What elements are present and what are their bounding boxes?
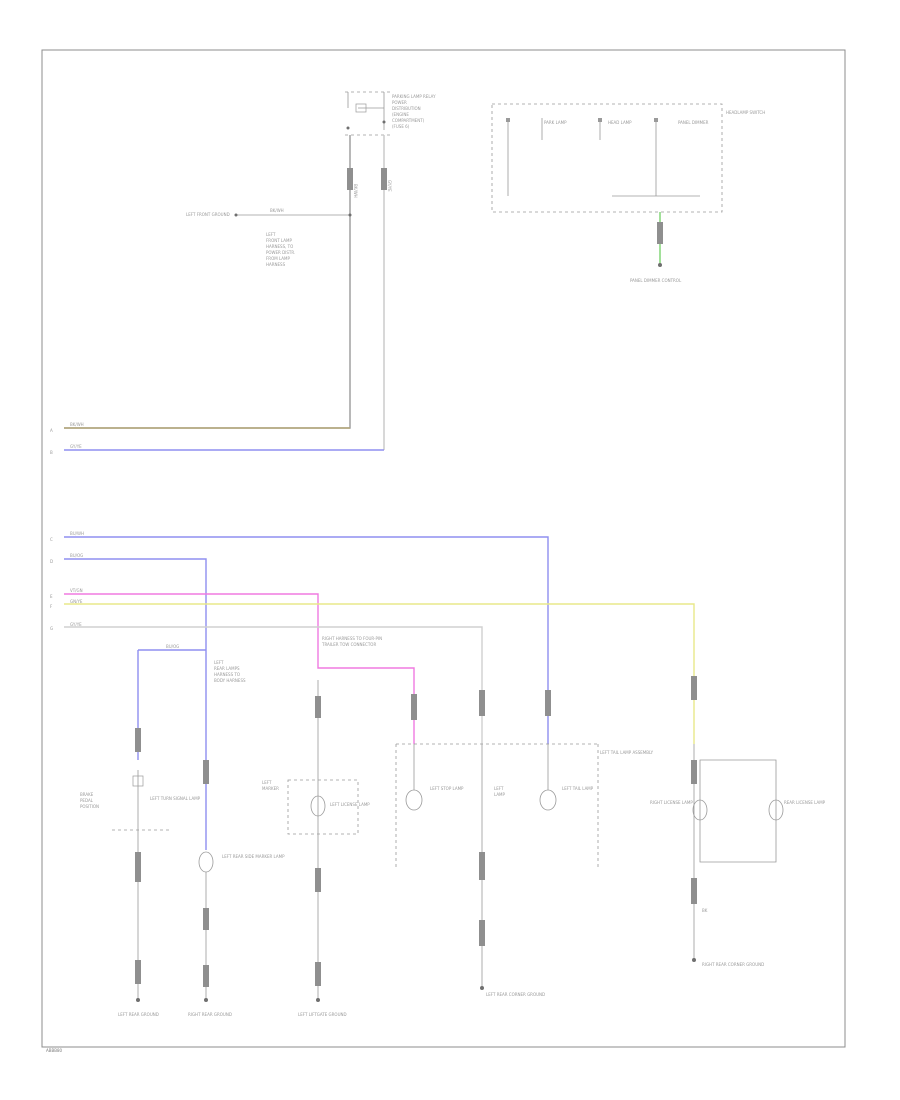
- svg-text:HARNESS TO: HARNESS TO: [214, 672, 240, 677]
- svg-text:POSITION: POSITION: [80, 804, 99, 809]
- top-relay: PARKING LAMP RELAY POWER DISTRIBUTION (E…: [345, 91, 436, 136]
- svg-text:LEFT LICENSE LAMP: LEFT LICENSE LAMP: [330, 802, 370, 807]
- svg-text:BK/WH: BK/WH: [270, 208, 284, 213]
- svg-text:RIGHT LICENSE LAMP: RIGHT LICENSE LAMP: [650, 800, 693, 805]
- svg-text:BRAKE: BRAKE: [80, 792, 94, 797]
- svg-text:HEADLAMP SWITCH: HEADLAMP SWITCH: [726, 110, 765, 115]
- svg-text:BK/WH: BK/WH: [70, 422, 84, 427]
- svg-text:GY/YE: GY/YE: [387, 180, 392, 192]
- svg-text:RIGHT REAR GROUND: RIGHT REAR GROUND: [188, 1012, 232, 1017]
- svg-text:LAMP: LAMP: [494, 792, 506, 797]
- svg-text:F: F: [50, 604, 53, 609]
- svg-text:PEDAL: PEDAL: [80, 798, 94, 803]
- wire-vt-gn: [64, 593, 415, 744]
- svg-text:BU/OG: BU/OG: [166, 644, 179, 649]
- svg-text:B: B: [50, 450, 53, 455]
- svg-text:GN/YE: GN/YE: [70, 599, 83, 604]
- svg-text:BODY HARNESS: BODY HARNESS: [214, 678, 246, 683]
- diagram-frame: [41, 49, 846, 1048]
- svg-text:RIGHT REAR CORNER GROUND: RIGHT REAR CORNER GROUND: [702, 962, 764, 967]
- svg-text:D: D: [50, 559, 53, 564]
- tail-lamp-assembly: LEFT TAIL LAMP ASSEMBLY LEFT STOP LAMP L…: [395, 743, 654, 997]
- svg-text:COMPARTMENT): COMPARTMENT): [392, 118, 425, 123]
- svg-text:LEFT STOP LAMP: LEFT STOP LAMP: [430, 786, 464, 791]
- svg-text:BU/OG: BU/OG: [70, 553, 83, 558]
- svg-text:GY/YE: GY/YE: [70, 622, 82, 627]
- svg-text:PARK LAMP: PARK LAMP: [544, 120, 567, 125]
- svg-text:PANEL DIMMER: PANEL DIMMER: [678, 120, 709, 125]
- svg-text:(ENGINE: (ENGINE: [392, 112, 409, 117]
- top-ground-branch: BK/WH LEFT FRONT GROUND LEFT FRONT LAMP …: [186, 208, 352, 267]
- svg-text:PARKING LAMP RELAY: PARKING LAMP RELAY: [392, 94, 436, 99]
- svg-text:GY/YE: GY/YE: [70, 444, 82, 449]
- footer-code: ABBB80: [46, 1048, 63, 1053]
- svg-text:FRONT LAMP: FRONT LAMP: [266, 238, 292, 243]
- svg-text:(FUSE 6): (FUSE 6): [392, 124, 410, 129]
- wire-bu-wh: [64, 536, 549, 744]
- svg-text:BU/WH: BU/WH: [70, 531, 84, 536]
- svg-text:PANEL DIMMER CONTROL: PANEL DIMMER CONTROL: [630, 278, 682, 283]
- svg-text:HARNESS, TO: HARNESS, TO: [266, 244, 293, 249]
- svg-text:LEFT: LEFT: [494, 786, 504, 791]
- svg-text:POWER: POWER: [392, 100, 407, 105]
- svg-text:DISTRIBUTION: DISTRIBUTION: [392, 106, 421, 111]
- svg-text:LEFT: LEFT: [214, 660, 224, 665]
- svg-text:TRAILER TOW CONNECTOR: TRAILER TOW CONNECTOR: [321, 642, 376, 647]
- wire-bk-wh: [64, 135, 351, 429]
- svg-text:A: A: [50, 428, 53, 433]
- left-turn-signal-branch: BRAKE PEDAL POSITION LEFT TURN SIGNAL LA…: [80, 728, 201, 1017]
- svg-text:MARKER: MARKER: [262, 786, 279, 791]
- svg-text:LEFT REAR SIDE MARKER LAMP: LEFT REAR SIDE MARKER LAMP: [222, 854, 285, 859]
- svg-text:HARNESS: HARNESS: [266, 262, 286, 267]
- svg-text:G: G: [50, 626, 53, 631]
- svg-text:FROM LAMP: FROM LAMP: [266, 256, 290, 261]
- svg-text:VT/GN: VT/GN: [70, 588, 83, 593]
- svg-text:LEFT TAIL LAMP ASSEMBLY: LEFT TAIL LAMP ASSEMBLY: [600, 750, 654, 755]
- svg-text:RIGHT HARNESS TO FOUR-PIN: RIGHT HARNESS TO FOUR-PIN: [322, 636, 382, 641]
- left-license-branch: LEFT MARKER LEFT LICENSE LAMP LEFT LIFTG…: [262, 636, 382, 1017]
- left-rear-marker-branch: LEFT REAR LAMPS HARNESS TO BODY HARNESS …: [188, 660, 285, 1017]
- svg-text:LEFT TAIL LAMP: LEFT TAIL LAMP: [562, 786, 594, 791]
- headlamp-switch-module: PARK LAMP HEAD LAMP PANEL DIMMER HEADLAM…: [491, 103, 765, 213]
- wire-bu-og: [64, 558, 207, 850]
- svg-text:LEFT LIFTGATE GROUND: LEFT LIFTGATE GROUND: [298, 1012, 347, 1017]
- svg-text:LEFT FRONT GROUND: LEFT FRONT GROUND: [186, 212, 230, 217]
- svg-text:LEFT: LEFT: [262, 780, 272, 785]
- svg-text:BK/WH: BK/WH: [353, 184, 358, 198]
- svg-text:C: C: [50, 537, 53, 542]
- svg-text:E: E: [50, 594, 53, 599]
- right-license-lamps: RIGHT LICENSE LAMP REAR LICENSE LAMP BK …: [650, 744, 826, 967]
- svg-text:LEFT REAR GROUND: LEFT REAR GROUND: [118, 1012, 159, 1017]
- svg-text:REAR LAMPS: REAR LAMPS: [214, 666, 240, 671]
- wire-gn-ye: [64, 603, 695, 744]
- wire-gy-ye-lower: [64, 626, 483, 744]
- svg-text:LEFT TURN SIGNAL LAMP: LEFT TURN SIGNAL LAMP: [150, 796, 201, 801]
- svg-text:REAR LICENSE LAMP: REAR LICENSE LAMP: [784, 800, 826, 805]
- svg-text:LEFT REAR CORNER GROUND: LEFT REAR CORNER GROUND: [486, 992, 545, 997]
- svg-text:LEFT: LEFT: [266, 232, 276, 237]
- svg-text:BK: BK: [702, 908, 708, 913]
- side-wire-labels: A BK/WH B GY/YE C BU/WH D BU/OG E VT/GN …: [50, 422, 84, 631]
- svg-text:POWER DISTR.: POWER DISTR.: [266, 250, 295, 255]
- svg-text:HEAD LAMP: HEAD LAMP: [608, 120, 632, 125]
